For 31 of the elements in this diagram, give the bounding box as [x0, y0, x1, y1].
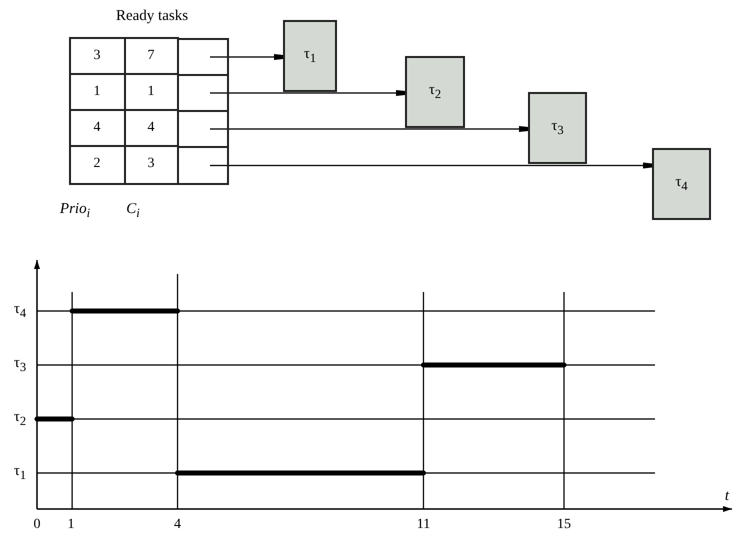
task-axis-label: τ$_{2}$ [14, 409, 26, 429]
table-value: 1 [148, 84, 154, 100]
task-box [528, 92, 587, 164]
table-value: 4 [148, 120, 154, 136]
tick-label: 15 [557, 517, 571, 533]
task-box [405, 56, 465, 128]
pointer-cell [177, 146, 229, 185]
task-axis-label: τ$_{3}$ [14, 355, 26, 375]
task-label: τ$_{2}$ [428, 82, 442, 102]
axis-label: t [724, 488, 730, 504]
column-label: C$_{i}$ [126, 201, 140, 221]
table-value: 2 [94, 156, 100, 172]
task-label: τ$_{4}$ [675, 174, 688, 194]
tick-label: 11 [416, 517, 430, 533]
task-axis-label: τ$_{4}$ [14, 301, 26, 321]
tick-label: 0 [34, 517, 40, 533]
tick-label: 1 [68, 517, 74, 533]
column-label: Prio$_{i}$ [60, 201, 90, 221]
table-value: 3 [94, 48, 100, 64]
table-value: 4 [94, 120, 100, 136]
task-box [283, 20, 337, 92]
heading: Ready tasks [116, 8, 188, 24]
tick-label: 4 [174, 517, 182, 533]
table-value: 3 [148, 156, 154, 172]
task-box [652, 148, 711, 220]
task-label: τ$_{1}$ [304, 46, 316, 66]
pointer-cell [177, 38, 229, 76]
table-value: 1 [94, 84, 100, 100]
task-label: τ$_{3}$ [551, 118, 564, 138]
task-axis-label: τ$_{1}$ [14, 463, 26, 483]
table-value: 7 [148, 48, 154, 64]
